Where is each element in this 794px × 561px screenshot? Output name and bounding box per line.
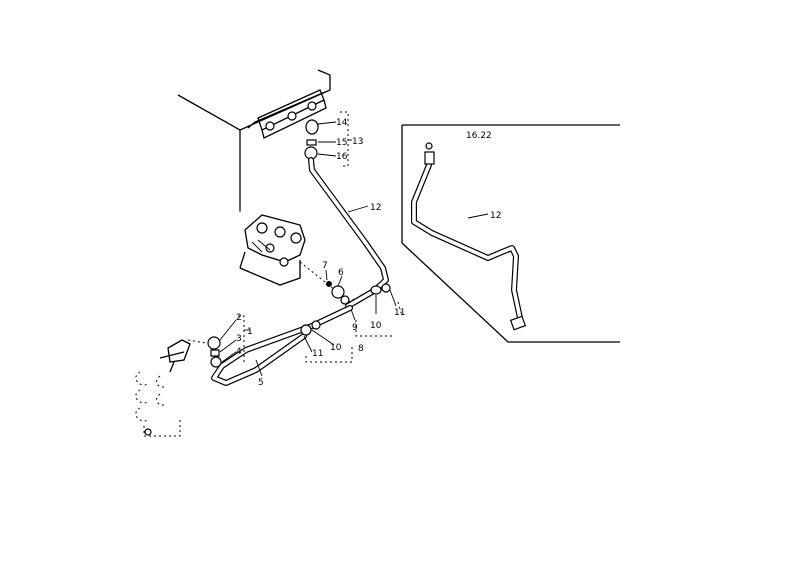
label-11a: 11 xyxy=(394,308,405,318)
injector-rail xyxy=(257,89,327,139)
pipe-12 xyxy=(308,157,389,293)
detail-pipe-12 xyxy=(411,142,527,331)
label-7: 7 xyxy=(322,261,328,271)
label-15: 15 xyxy=(336,138,347,148)
label-9: 9 xyxy=(352,323,358,333)
detail-panel xyxy=(401,124,620,343)
part-labels: 1 2 3 4 5 6 7 8 9 10 10 11 11 12 12 13 1… xyxy=(236,118,501,388)
label-4: 4 xyxy=(236,347,242,357)
right-fittings xyxy=(345,283,403,337)
label-16: 16 xyxy=(336,152,348,162)
label-12a: 12 xyxy=(370,203,381,213)
label-13: 13 xyxy=(352,137,363,147)
label-12b: 12 xyxy=(490,211,501,221)
label-10a: 10 xyxy=(370,321,382,331)
left-fittings xyxy=(187,315,250,368)
label-14: 14 xyxy=(336,118,348,128)
label-6: 6 xyxy=(338,268,344,278)
label-5: 5 xyxy=(258,378,264,388)
label-8: 8 xyxy=(358,344,364,354)
top-fittings xyxy=(304,111,352,167)
pipe-5 xyxy=(211,305,353,386)
label-11b: 11 xyxy=(312,349,323,359)
label-10b: 10 xyxy=(330,343,342,353)
engine-block xyxy=(177,69,331,212)
fuel-filter-bracket xyxy=(135,339,191,437)
label-2: 2 xyxy=(236,313,242,323)
label-1: 1 xyxy=(247,327,253,337)
label-3: 3 xyxy=(236,334,242,344)
detail-ref-label: 16.22 xyxy=(466,131,492,141)
fuel-pump xyxy=(239,214,336,291)
